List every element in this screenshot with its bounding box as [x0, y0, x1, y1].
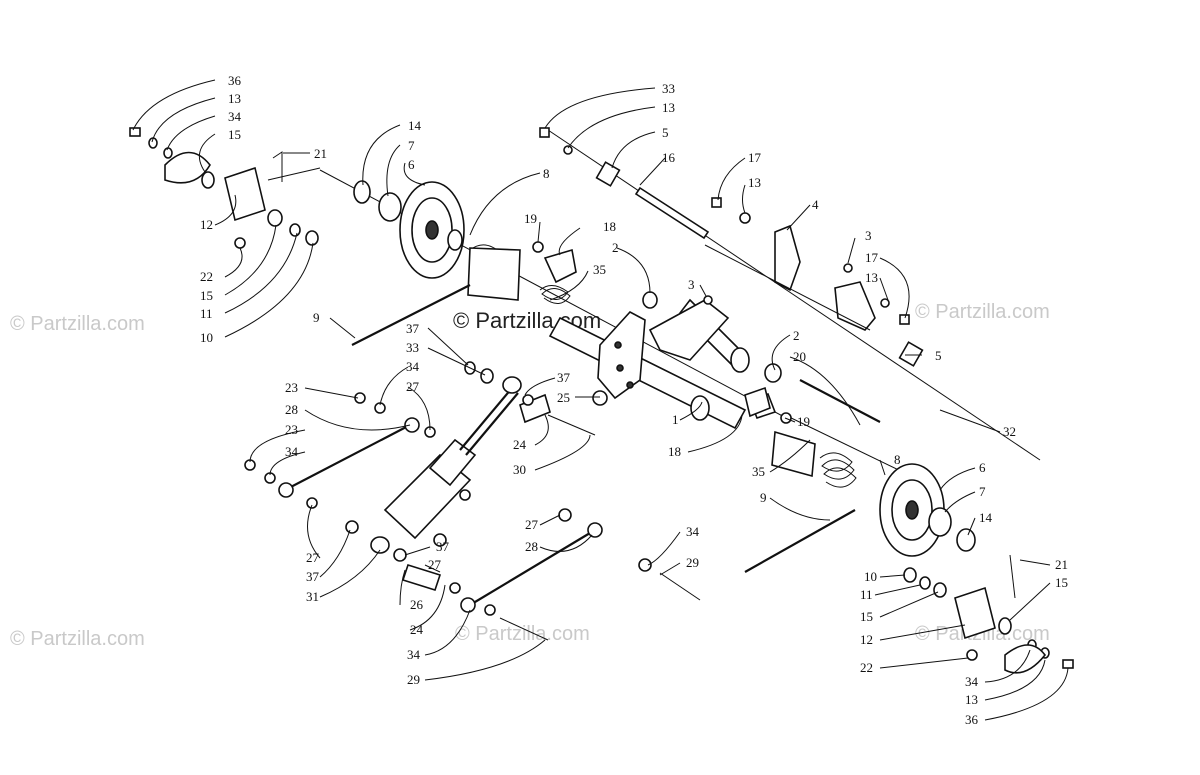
callout-31: 31 — [306, 589, 319, 604]
callout-29-lower-center: 29 — [686, 555, 699, 570]
callout-7-top-left: 7 — [408, 138, 415, 153]
callout-29-bottom: 29 — [407, 672, 420, 687]
callout-13-upper-mid: 13 — [748, 175, 761, 190]
callout-34-lower-center: 34 — [686, 524, 700, 539]
callout-34-bottom: 34 — [407, 647, 421, 662]
watermark-right-lower: © Partzilla.com — [915, 623, 1050, 645]
callout-15-left: 15 — [200, 288, 213, 303]
watermark-left-upper: © Partzilla.com — [10, 313, 145, 335]
small-parts — [272, 127, 910, 424]
callout-27-left: 27 — [406, 379, 420, 394]
callout-34-left-lower: 34 — [285, 444, 299, 459]
leader-lines — [132, 79, 1069, 721]
callout-12-left: 12 — [200, 217, 213, 232]
center-bracket — [597, 299, 730, 400]
callout-34-top-left: 34 — [228, 109, 242, 124]
upper-rear-rod — [544, 127, 1041, 461]
callout-5-top: 5 — [662, 125, 669, 140]
callout-5-right: 5 — [935, 348, 942, 363]
lower-links — [244, 361, 701, 641]
callout-35-right: 35 — [752, 464, 765, 479]
callout-11-right: 11 — [860, 587, 873, 602]
callout-22-left: 22 — [200, 269, 213, 284]
callout-15-top-left: 15 — [228, 127, 241, 142]
callout-37-shock-bottom: 37 — [436, 539, 450, 554]
callout-8-right: 8 — [894, 452, 901, 467]
watermark-left-lower: © Partzilla.com — [10, 628, 145, 650]
callout-2-top: 2 — [612, 240, 619, 255]
callout-17-right: 17 — [865, 250, 879, 265]
callout-35-top: 35 — [593, 262, 606, 277]
callout-16: 16 — [662, 150, 676, 165]
callout-19-right: 19 — [797, 414, 810, 429]
callout-21-top-left: 21 — [314, 146, 327, 161]
callout-32: 32 — [1003, 424, 1016, 439]
callout-3-right: 3 — [865, 228, 872, 243]
callout-34-left: 34 — [406, 359, 420, 374]
callout-15-right: 15 — [860, 609, 873, 624]
callout-3-center: 3 — [688, 277, 695, 292]
callout-37-lower-left: 37 — [306, 569, 320, 584]
callout-10-right: 10 — [864, 569, 877, 584]
callout-7-right: 7 — [979, 484, 986, 499]
callout-28-left: 28 — [285, 402, 298, 417]
callout-27-lower-left: 27 — [306, 550, 320, 565]
upper-arm-bracket — [704, 224, 876, 331]
callout-23-left-lower: 23 — [285, 422, 298, 437]
callout-18-right: 18 — [668, 444, 681, 459]
callout-11-left: 11 — [200, 306, 213, 321]
callout-26: 26 — [410, 597, 424, 612]
callout-6-right: 6 — [979, 460, 986, 475]
callout-21-right: 21 — [1055, 557, 1068, 572]
watermark-right-upper: © Partzilla.com — [915, 301, 1050, 323]
callout-8-top: 8 — [543, 166, 550, 181]
callout-25: 25 — [557, 390, 570, 405]
left-wheel-assembly — [129, 127, 465, 279]
callout-6-top-left: 6 — [408, 157, 415, 172]
callout-18-top: 18 — [603, 219, 616, 234]
callout-13-top: 13 — [662, 100, 675, 115]
callout-9-right: 9 — [760, 490, 767, 505]
callout-36-bottom-right: 36 — [965, 712, 979, 727]
callout-34-bottom-right: 34 — [965, 674, 979, 689]
callout-33-left: 33 — [406, 340, 419, 355]
right-wheel-assembly — [879, 463, 1074, 674]
callout-14-top-left: 14 — [408, 118, 422, 133]
callout-13-top-left: 13 — [228, 91, 241, 106]
left-torsion-spring — [351, 244, 571, 346]
callout-27-shock-bottom: 27 — [428, 557, 442, 572]
callout-15-far-right: 15 — [1055, 575, 1068, 590]
callout-9-left: 9 — [313, 310, 320, 325]
callout-33-top: 33 — [662, 81, 675, 96]
callout-37-center: 37 — [557, 370, 571, 385]
callout-22-right: 22 — [860, 660, 873, 675]
callout-19-top: 19 — [524, 211, 537, 226]
callout-30: 30 — [513, 462, 526, 477]
callout-13-right: 13 — [865, 270, 878, 285]
callout-4: 4 — [812, 197, 819, 212]
callout-24-lower: 24 — [410, 622, 424, 637]
callout-labels: 36 13 34 15 21 14 7 6 8 12 22 15 11 10 9… — [200, 73, 1068, 727]
callout-20: 20 — [793, 349, 806, 364]
callout-2-right: 2 — [793, 328, 800, 343]
callout-36-top-left: 36 — [228, 73, 242, 88]
callout-1: 1 — [672, 412, 679, 427]
callout-17-top: 17 — [748, 150, 762, 165]
shock-absorber — [370, 376, 522, 554]
callout-12-right: 12 — [860, 632, 873, 647]
callout-10-left: 10 — [200, 330, 213, 345]
callout-28-lower-center: 28 — [525, 539, 538, 554]
callout-27-lower-center: 27 — [525, 517, 539, 532]
callout-13-bottom-right: 13 — [965, 692, 978, 707]
callout-14-right: 14 — [979, 510, 993, 525]
callout-24-center: 24 — [513, 437, 527, 452]
watermark-center-lower: © Partzilla.com — [455, 623, 590, 645]
callout-23-left-upper: 23 — [285, 380, 298, 395]
callout-37-upper-left: 37 — [406, 321, 420, 336]
